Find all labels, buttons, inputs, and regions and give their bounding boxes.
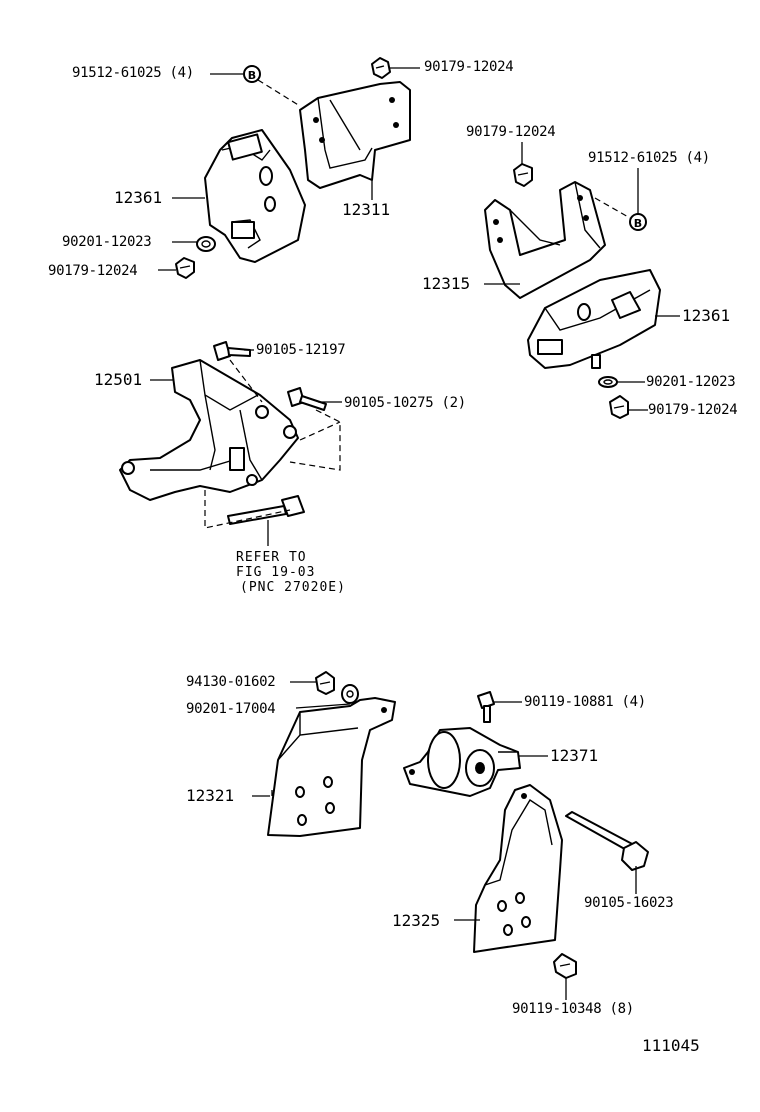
bolt-90119-10348 (553, 953, 577, 979)
label-12325: 12325 (392, 911, 441, 930)
label-90179-12024-right: 90179-12024 (466, 124, 556, 140)
nut-90179-right (513, 163, 533, 187)
bracket-12325 (473, 784, 563, 953)
washer-90201-left (196, 236, 216, 252)
label-12501: 12501 (94, 370, 143, 389)
bolt-90119-10881 (477, 691, 495, 723)
nut-90179-top (371, 57, 391, 79)
label-90105-10275: 90105-10275 (2) (344, 395, 466, 411)
label-90179-12024-left: 90179-12024 (48, 263, 138, 279)
label-90201-12023-right: 90201-12023 (646, 374, 736, 390)
label-90119-10348: 90119-10348 (8) (512, 1001, 634, 1017)
label-12371: 12371 (550, 746, 599, 765)
refer-note-line-2: FIG 19-03 (236, 565, 316, 580)
label-94130-01602: 94130-01602 (186, 674, 276, 690)
washer-b-right: B (629, 213, 647, 231)
refer-note-line-3: (PNC 27020E) (240, 580, 346, 595)
washer-b-top: B (243, 65, 261, 83)
nut-94130-01602 (315, 671, 335, 695)
label-90119-10881: 90119-10881 (4) (524, 694, 646, 710)
nut-90179-left (175, 257, 195, 279)
bolt-90105-16023 (565, 811, 649, 871)
bolt-long-refer (227, 495, 305, 525)
bracket-12501 (119, 359, 299, 501)
engine-mount-12361-left (204, 129, 306, 263)
label-90179-12024-right-bottom: 90179-12024 (648, 402, 738, 418)
label-91512-61025-top: 91512-61025 (4) (72, 65, 194, 81)
label-90179-12024-top: 90179-12024 (424, 59, 514, 75)
nut-90179-right-bottom (609, 395, 629, 419)
washer-90201-right (598, 376, 618, 388)
label-12361-right: 12361 (682, 306, 731, 325)
washer-b-right-mark: B (634, 217, 642, 230)
bolt-90105-10275 (287, 387, 327, 411)
label-90105-12197: 90105-12197 (256, 342, 346, 358)
engine-mount-12371 (403, 727, 521, 797)
label-90105-16023: 90105-16023 (584, 895, 674, 911)
bracket-12315 (484, 181, 606, 299)
bracket-12321 (267, 697, 396, 837)
label-12315: 12315 (422, 274, 471, 293)
washer-b-top-mark: B (248, 69, 256, 82)
label-90201-12023-left: 90201-12023 (62, 234, 152, 250)
label-12311: 12311 (342, 200, 391, 219)
bracket-12311 (299, 81, 411, 189)
label-90201-17004: 90201-17004 (186, 701, 276, 717)
refer-note-line-1: REFER TO (236, 550, 307, 565)
washer-90201-17004 (341, 684, 359, 704)
bolt-90105-12197 (213, 341, 251, 361)
figure-number: 111045 (642, 1036, 700, 1055)
label-12321: 12321 (186, 786, 235, 805)
engine-mount-12361-right (527, 269, 661, 369)
label-12361-left: 12361 (114, 188, 163, 207)
label-91512-61025-right: 91512-61025 (4) (588, 150, 710, 166)
